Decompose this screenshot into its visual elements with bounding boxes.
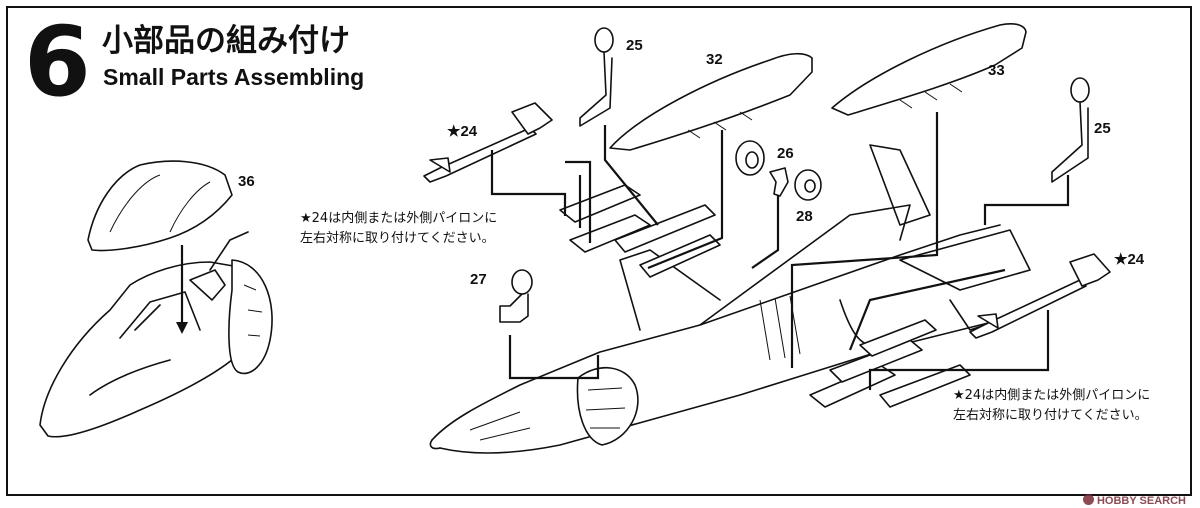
watermark: HOBBY SEARCH	[1082, 494, 1186, 507]
part-number-25-right: 25	[1094, 120, 1111, 137]
mirror-part-25-right	[1051, 77, 1090, 183]
ring-part-26	[735, 140, 765, 176]
diagram-frame	[6, 6, 1192, 496]
part-number-27: 27	[470, 271, 487, 288]
part-number-24-right: ★24	[1114, 251, 1145, 268]
missile-part-24-right	[969, 253, 1111, 339]
part-number-32: 32	[706, 51, 723, 68]
drop-tank-part-33	[831, 23, 1027, 116]
attachment-leader-lines	[490, 112, 1070, 390]
note-right-line-1: ★24は内側または外側パイロンに	[953, 388, 1151, 403]
part-number-26: 26	[777, 145, 794, 162]
step-title-japanese: 小部品の組み付け	[102, 23, 350, 59]
probe-part-27	[499, 269, 533, 323]
note-right-line-2: 左右対称に取り付けてください。	[953, 408, 1148, 423]
step-number: 6	[24, 6, 91, 118]
watermark-icon	[1082, 494, 1094, 505]
canopy-part-36	[87, 160, 233, 252]
fitting-part-26	[769, 167, 789, 197]
fuselage	[429, 144, 1031, 454]
part-number-24-left: ★24	[447, 123, 478, 140]
part-number-33: 33	[988, 62, 1005, 79]
part-number-36: 36	[238, 173, 255, 190]
note-left-line-1: ★24は内側または外側パイロンに	[300, 211, 498, 226]
pylon-launchers-right	[809, 319, 971, 408]
watermark-text: HOBBY SEARCH	[1096, 495, 1186, 507]
note-right: ★24は内側または外側パイロンに 左右対称に取り付けてください。	[953, 386, 1150, 426]
note-left: ★24は内側または外側パイロンに 左右対称に取り付けてください。	[300, 209, 497, 249]
pylon-launchers-left	[559, 184, 721, 278]
missile-part-24-left	[423, 102, 553, 183]
canopy-arrow-head	[176, 322, 188, 334]
mirror-part-25-top	[579, 27, 614, 127]
wheel-part-28	[794, 169, 822, 201]
note-left-line-2: 左右対称に取り付けてください。	[300, 231, 495, 246]
cockpit-nose-assembly	[39, 231, 273, 438]
step-title-english: Small Parts Assembling	[103, 64, 365, 90]
part-number-28: 28	[796, 208, 813, 225]
drop-tank-part-32	[609, 52, 813, 151]
part-number-25-top: 25	[626, 37, 643, 54]
